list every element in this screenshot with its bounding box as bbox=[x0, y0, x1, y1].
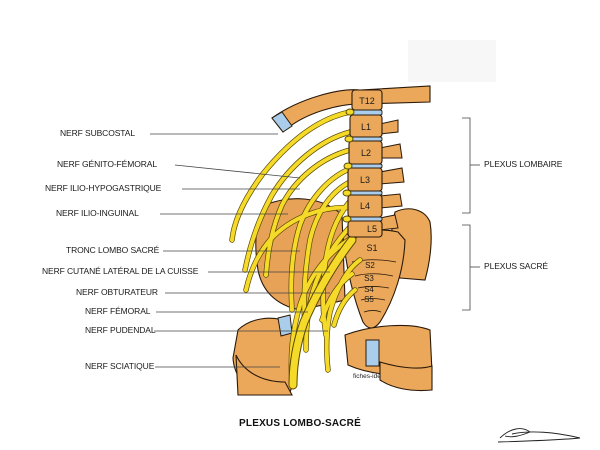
label-plexus-lombaire: PLEXUS LOMBAIRE bbox=[484, 159, 563, 169]
credit-text: fiches-ide bbox=[353, 373, 381, 380]
label-s1: S1 bbox=[366, 243, 377, 253]
right-pubis bbox=[379, 361, 433, 392]
left-femur bbox=[235, 354, 293, 396]
vertebra-labels: T12 L1 L2 L3 L4 L5 S1 S2 S3 S4 S5 bbox=[359, 96, 377, 304]
label-nerf-femoral: NERF FÉMORAL bbox=[85, 306, 151, 316]
leader-lines bbox=[150, 117, 480, 368]
label-nerf-genito-femoral: NERF GÉNITO-FÉMORAL bbox=[57, 159, 157, 169]
label-l5: L5 bbox=[367, 224, 377, 234]
label-nerf-cutane-lateral-cuisse: NERF CUTANÉ LATÉRAL DE LA CUISSE bbox=[42, 266, 199, 276]
label-s3: S3 bbox=[364, 274, 374, 283]
label-plexus-sacre: PLEXUS SACRÉ bbox=[484, 261, 548, 271]
label-nerf-obturateur: NERF OBTURATEUR bbox=[76, 287, 158, 297]
label-nerf-subcostal: NERF SUBCOSTAL bbox=[60, 128, 135, 138]
label-l1: L1 bbox=[361, 122, 371, 132]
rib-tip-cartilage bbox=[271, 111, 293, 133]
lumbar-spine bbox=[342, 89, 405, 238]
label-l3: L3 bbox=[360, 175, 370, 185]
diagram-title: PLEXUS LOMBO-SACRÉ bbox=[239, 418, 361, 429]
label-t12: T12 bbox=[359, 96, 375, 106]
label-tronc-lombo-sacre: TRONC LOMBO SACRÉ bbox=[66, 245, 160, 255]
blank-area bbox=[408, 40, 496, 82]
sacrum bbox=[342, 229, 406, 329]
pubic-symphysis bbox=[365, 339, 380, 367]
label-s5: S5 bbox=[364, 295, 374, 304]
hip-joint-disc bbox=[277, 314, 293, 337]
label-nerf-sciatique: NERF SCIATIQUE bbox=[85, 361, 155, 371]
signature bbox=[497, 428, 581, 443]
label-nerf-ilio-inguinal: NERF ILIO-INGUINAL bbox=[56, 208, 139, 218]
label-s2: S2 bbox=[365, 261, 375, 270]
label-nerf-ilio-hypogastrique: NERF ILIO-HYPOGASTRIQUE bbox=[45, 183, 162, 193]
label-s4: S4 bbox=[364, 285, 374, 294]
label-l4: L4 bbox=[360, 201, 370, 211]
label-l2: L2 bbox=[361, 148, 371, 158]
rib-t12 bbox=[271, 85, 431, 133]
label-nerf-pudendal: NERF PUDENDAL bbox=[85, 325, 156, 335]
